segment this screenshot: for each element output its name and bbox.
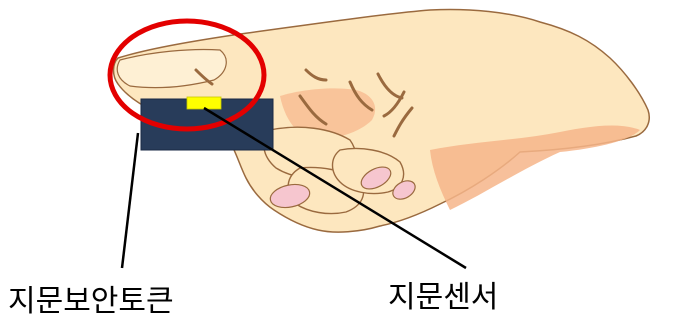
nail-1 bbox=[269, 183, 311, 209]
sensor-leader-line bbox=[203, 106, 467, 270]
nail-3 bbox=[392, 180, 416, 200]
index-fingertip bbox=[116, 48, 227, 89]
hand-shadow bbox=[430, 125, 640, 210]
sensor-label: 지문센서 bbox=[388, 280, 499, 315]
finger-nails bbox=[269, 166, 416, 209]
hand-illustration bbox=[112, 8, 650, 233]
nail-2 bbox=[360, 166, 392, 190]
token-label: 지문보안토큰 bbox=[8, 284, 174, 319]
fingertip-highlight-circle bbox=[107, 18, 267, 132]
fingerprint-sensor-pad bbox=[186, 96, 222, 110]
hand-creases bbox=[194, 68, 414, 138]
token-leader-line bbox=[120, 132, 140, 269]
